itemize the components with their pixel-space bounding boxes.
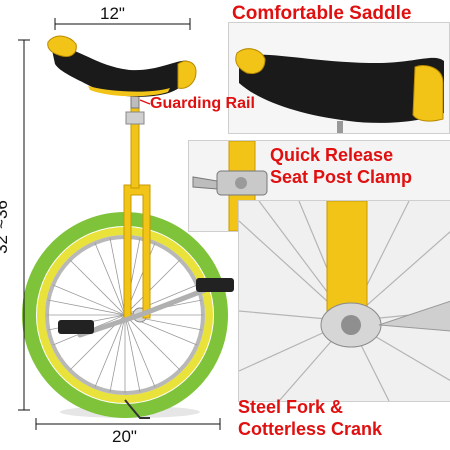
saddle-callout: Comfortable Saddle bbox=[232, 3, 412, 24]
rail-callout: Guarding Rail bbox=[150, 95, 255, 112]
saddle-detail-panel bbox=[228, 22, 450, 134]
width-dimension-label: 12" bbox=[100, 4, 125, 23]
clamp-callout-line1: Quick Release bbox=[270, 145, 394, 165]
saddle-closeup-icon bbox=[229, 23, 449, 133]
crank-right bbox=[137, 287, 208, 318]
saddle-front-bumper bbox=[47, 35, 77, 57]
pedal-left bbox=[58, 320, 94, 334]
hub-detail-panel bbox=[238, 200, 450, 402]
post-clamp bbox=[125, 111, 145, 125]
height-dimension-label: 32"~36" bbox=[0, 194, 11, 254]
wheel-dimension-label: 20" bbox=[112, 427, 137, 446]
clamp-callout-line2: Seat Post Clamp bbox=[270, 167, 413, 187]
clamp-detail-panel bbox=[188, 140, 450, 232]
dimension-lines bbox=[18, 18, 221, 430]
hub-closeup-icon bbox=[239, 201, 450, 401]
saddle bbox=[52, 47, 193, 97]
pedal-right bbox=[196, 278, 234, 292]
fork-callout-line1: Steel Fork & bbox=[238, 397, 344, 417]
fork-callout-line2: Cotterless Crank bbox=[238, 419, 383, 439]
saddle-rear-bumper bbox=[177, 60, 197, 89]
